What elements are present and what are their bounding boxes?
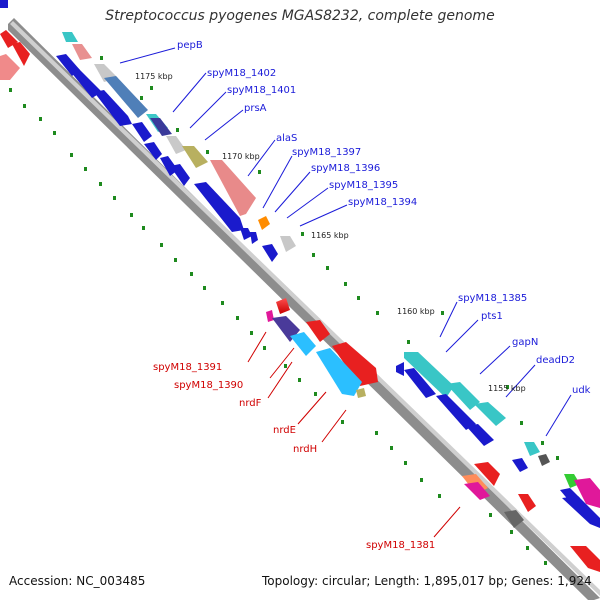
gc-track-inner xyxy=(100,56,559,460)
gene-feature[interactable] xyxy=(332,342,378,386)
gene-feature[interactable] xyxy=(240,228,252,240)
gene-feature[interactable] xyxy=(72,44,92,60)
gene-label[interactable]: spyM18_1391 xyxy=(153,362,222,373)
accession-text: Accession: NC_003485 xyxy=(9,574,146,588)
gene-feature[interactable] xyxy=(150,118,172,136)
gene-label[interactable]: spyM18_1397 xyxy=(292,147,361,158)
gene-feature[interactable] xyxy=(210,160,256,216)
gene-feature[interactable] xyxy=(446,382,480,410)
gene-label[interactable]: spyM18_1394 xyxy=(348,197,417,208)
tick-label: 1175 kbp xyxy=(135,72,173,81)
gene-feature[interactable] xyxy=(250,232,258,244)
tick-label: 1165 kbp xyxy=(311,231,349,240)
genome-backbone xyxy=(8,18,600,600)
gene-label[interactable]: spyM18_1390 xyxy=(174,380,243,391)
gene-feature[interactable] xyxy=(562,496,600,528)
gc-track-outer xyxy=(9,88,547,565)
gene-feature[interactable] xyxy=(94,90,132,126)
gene-feature[interactable] xyxy=(258,216,270,230)
position-tick-marks xyxy=(150,86,509,389)
reverse-genes xyxy=(266,298,600,572)
gene-feature[interactable] xyxy=(356,388,366,398)
gene-feature[interactable] xyxy=(12,42,30,66)
gene-feature[interactable] xyxy=(538,454,550,466)
gene-feature[interactable] xyxy=(266,310,274,322)
gene-label[interactable]: spyM18_1381 xyxy=(366,540,435,551)
reverse-gene-labels: spyM18_1391 spyM18_1390 nrdF nrdE nrdH s… xyxy=(153,362,435,551)
gene-feature[interactable] xyxy=(62,32,78,42)
gene-label[interactable]: gapN xyxy=(512,337,538,348)
genome-summary-text: Topology: circular; Length: 1,895,017 bp… xyxy=(262,574,592,588)
gene-label[interactable]: prsA xyxy=(244,103,267,114)
forward-gene-labels: pepB spyM18_1402 spyM18_1401 prsA alaS s… xyxy=(177,40,591,396)
gene-label[interactable]: pepB xyxy=(177,40,203,51)
gene-feature[interactable] xyxy=(280,236,296,252)
gene-feature[interactable] xyxy=(512,458,528,472)
tick-label: 1160 kbp xyxy=(397,307,435,316)
gene-feature[interactable] xyxy=(290,332,316,356)
gene-feature[interactable] xyxy=(404,368,436,398)
gene-feature[interactable] xyxy=(316,348,362,396)
gene-feature[interactable] xyxy=(166,136,186,154)
gene-label[interactable]: nrdH xyxy=(293,444,317,455)
gene-label[interactable]: udk xyxy=(572,385,591,396)
gene-feature[interactable] xyxy=(262,244,278,262)
gene-feature[interactable] xyxy=(464,482,490,500)
gene-feature[interactable] xyxy=(276,298,290,314)
gene-label[interactable]: pts1 xyxy=(481,311,503,322)
tick-label: 1155 kbp xyxy=(488,384,526,393)
gene-feature[interactable] xyxy=(524,442,540,456)
gene-label[interactable]: nrdF xyxy=(239,398,262,409)
gene-feature[interactable] xyxy=(574,478,600,508)
gene-feature[interactable] xyxy=(396,362,404,376)
gene-feature[interactable] xyxy=(0,54,20,80)
gene-feature[interactable] xyxy=(66,66,102,98)
gene-feature[interactable] xyxy=(474,462,500,486)
gene-label[interactable]: spyM18_1401 xyxy=(227,85,296,96)
forward-genes xyxy=(0,0,600,528)
gene-feature[interactable] xyxy=(104,76,148,118)
gene-feature[interactable] xyxy=(518,494,536,512)
gene-label[interactable]: nrdE xyxy=(273,425,296,436)
gene-feature[interactable] xyxy=(436,394,476,430)
gene-feature[interactable] xyxy=(474,402,506,426)
gene-feature[interactable] xyxy=(564,474,580,488)
gene-feature[interactable] xyxy=(0,30,18,48)
gene-label[interactable]: alaS xyxy=(276,133,297,144)
tick-label: 1170 kbp xyxy=(222,152,260,161)
gene-feature[interactable] xyxy=(504,510,524,528)
gene-feature[interactable] xyxy=(404,352,454,398)
gene-feature[interactable] xyxy=(194,182,244,232)
gene-label[interactable]: spyM18_1396 xyxy=(311,163,380,174)
gene-label[interactable]: spyM18_1402 xyxy=(207,68,276,79)
gene-label[interactable]: spyM18_1385 xyxy=(458,293,527,304)
label-leaders xyxy=(119,47,572,538)
gene-label[interactable]: spyM18_1395 xyxy=(329,180,398,191)
gc-track xyxy=(9,56,559,565)
gene-feature[interactable] xyxy=(132,122,152,142)
gene-feature[interactable] xyxy=(0,0,8,8)
gene-feature[interactable] xyxy=(182,146,208,168)
gene-feature[interactable] xyxy=(570,546,600,572)
gene-feature[interactable] xyxy=(144,142,162,160)
gene-feature[interactable] xyxy=(170,164,190,186)
gene-feature[interactable] xyxy=(466,424,494,446)
gene-feature[interactable] xyxy=(306,320,330,342)
map-title: Streptococcus pyogenes MGAS8232, complet… xyxy=(105,8,495,24)
position-tick-labels: 1175 kbp 1170 kbp 1165 kbp 1160 kbp 1155… xyxy=(135,72,526,393)
gene-label[interactable]: deadD2 xyxy=(536,355,575,366)
